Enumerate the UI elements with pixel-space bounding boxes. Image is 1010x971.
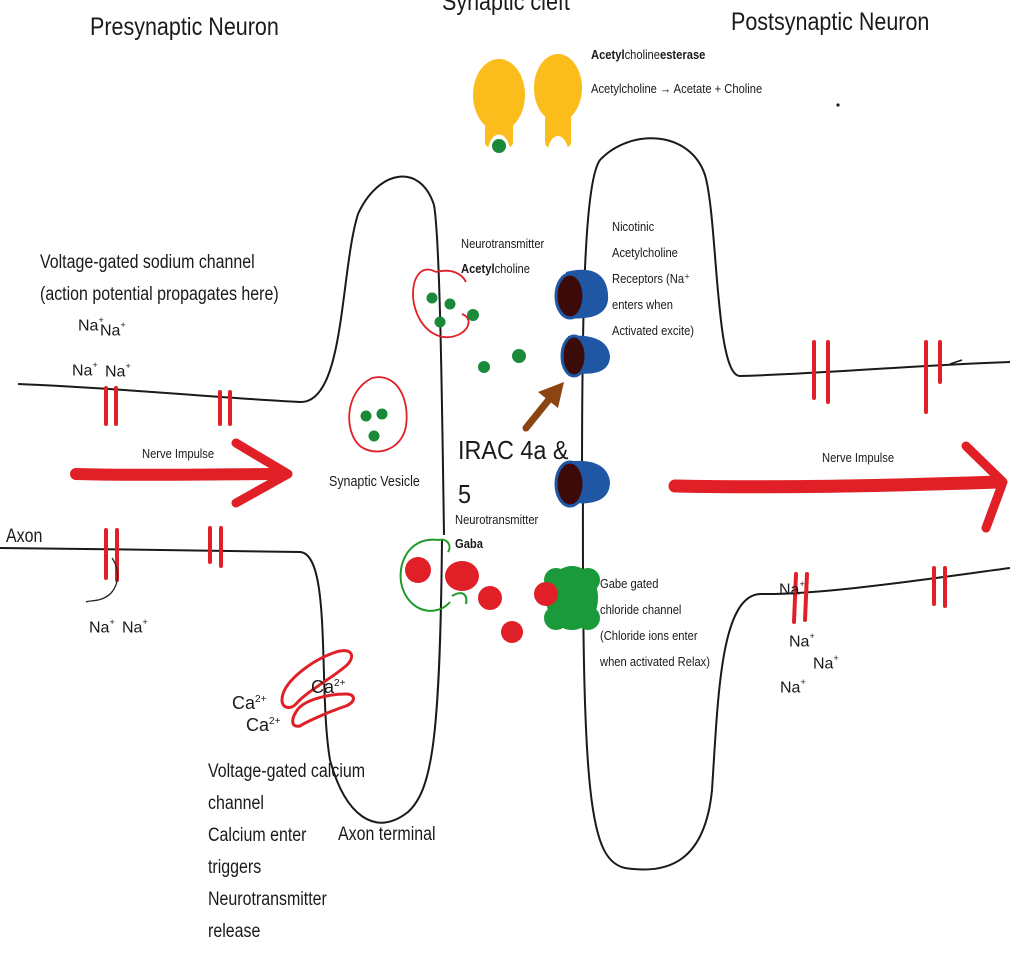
nicotinic-receptor-label: Nicotinic Acetylcholine Receptors (Na⁺ e…: [612, 219, 695, 338]
ca-ion: Ca2+: [311, 677, 346, 697]
synaptic-vesicle: [348, 376, 408, 453]
na-ion: Na+: [779, 579, 805, 599]
ach-release-vesicle: [412, 268, 526, 373]
nt-ach-label-line2: Acetylcholine: [461, 261, 531, 276]
postsynaptic-title: Postsynaptic Neuron: [731, 8, 930, 36]
receptor-1: [554, 269, 609, 320]
sodium-channel-label-line2: (action potential propagates here): [40, 284, 279, 305]
na-ion: Na+: [780, 677, 806, 697]
synaptic-vesicle-label: Synaptic Vesicle: [329, 474, 420, 490]
nt-gaba-label-line1: Neurotransmitter: [455, 512, 539, 527]
presynaptic-membrane-upper: [17, 175, 445, 536]
irac-label-line2: 5: [458, 479, 472, 509]
channel-tick: [949, 359, 963, 365]
sodium-channel-label-line1: Voltage-gated sodium channel: [40, 252, 255, 273]
na-ion: Na+: [72, 360, 98, 380]
nicotinic-receptors: [554, 269, 610, 508]
acetylcholinesterase-enzyme: [473, 54, 582, 153]
gaba-channel-label: Gabe gated chloride channel (Chloride io…: [600, 576, 710, 669]
acetylcholinesterase-label: Acetylcholineesterase: [591, 47, 706, 62]
na-ion: Na+: [78, 315, 104, 335]
stray-dot: [836, 103, 840, 107]
presynaptic-title: Presynaptic Neuron: [90, 13, 279, 41]
nt-gaba-label-line2: Gaba: [455, 536, 483, 551]
na-ion: Na+: [100, 320, 126, 340]
synaptic-cleft-title: Synaptic cleft: [442, 0, 570, 16]
irac-label-line1: IRAC 4a &: [458, 435, 569, 465]
receptor-3: [554, 460, 610, 508]
axon-label: Axon: [6, 526, 43, 547]
sodium-channels-presynaptic: [104, 386, 232, 582]
receptor-2: [560, 334, 610, 378]
sodium-channels-postsynaptic: [792, 340, 947, 624]
irac-arrow: [522, 382, 564, 432]
nerve-impulse-arrow-right: [668, 441, 1008, 533]
ca-ion: Ca2+: [232, 693, 267, 713]
ca-ion: Ca2+: [246, 715, 281, 735]
nerve-impulse-label-right: Nerve Impulse: [822, 450, 895, 465]
axon-terminal-label: Axon terminal: [338, 824, 436, 845]
enzyme-reaction-label: Acetylcholine → Acetate + Choline: [591, 81, 763, 96]
gaba-chloride-channel: [534, 566, 600, 630]
nt-ach-label-line1: Neurotransmitter: [461, 236, 545, 251]
gaba-vesicle: [399, 538, 523, 643]
nerve-impulse-arrow-left: [70, 438, 293, 508]
na-ion: Na+: [789, 631, 815, 651]
nerve-impulse-label-left: Nerve Impulse: [142, 446, 215, 461]
na-ion: Na+: [105, 361, 131, 381]
na-entry-curve: [85, 557, 119, 603]
calcium-channel-label: Voltage-gated calcium channel Calcium en…: [208, 761, 366, 942]
presynaptic-membrane-lower: [0, 539, 443, 824]
na-ion: Na+: [813, 653, 839, 673]
postsynaptic-membrane-lower: [581, 479, 1010, 871]
na-ion: Na+: [89, 617, 115, 637]
postsynaptic-membrane-upper: [581, 137, 1010, 481]
calcium-channel-shape: [280, 649, 355, 728]
na-ion: Na+: [122, 617, 148, 637]
